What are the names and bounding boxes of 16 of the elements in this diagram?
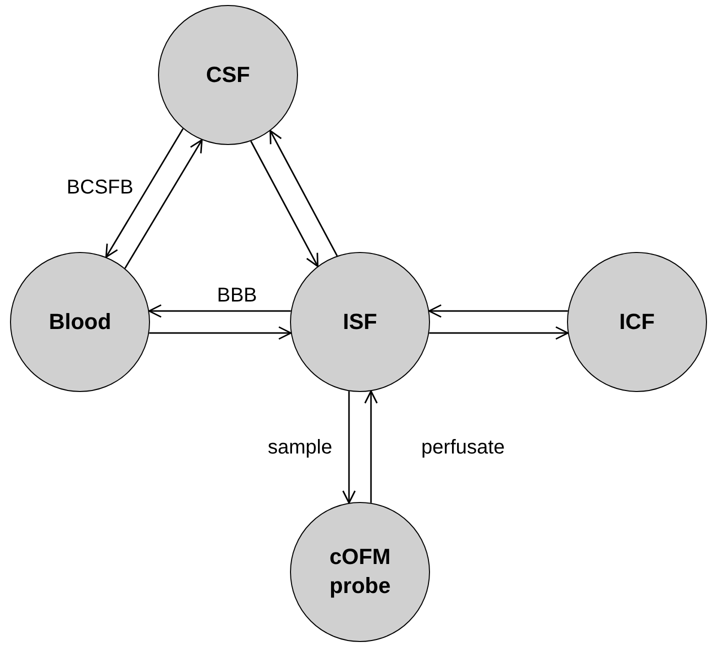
arrow <box>148 304 291 318</box>
arrow <box>342 391 356 504</box>
node-label: ISF <box>342 308 378 336</box>
arrow <box>364 390 378 503</box>
arrow <box>105 128 184 258</box>
arrow <box>428 304 568 318</box>
arrow <box>250 140 318 267</box>
arrow <box>124 139 203 269</box>
arrow <box>429 326 569 340</box>
edge-label: sample <box>266 436 334 460</box>
arrow <box>270 130 338 256</box>
node-label: cOFM probe <box>328 543 392 600</box>
node-label: CSF <box>206 60 250 89</box>
node-label: Blood <box>48 308 112 336</box>
node-label: ICF <box>619 308 655 336</box>
arrow <box>149 326 292 340</box>
